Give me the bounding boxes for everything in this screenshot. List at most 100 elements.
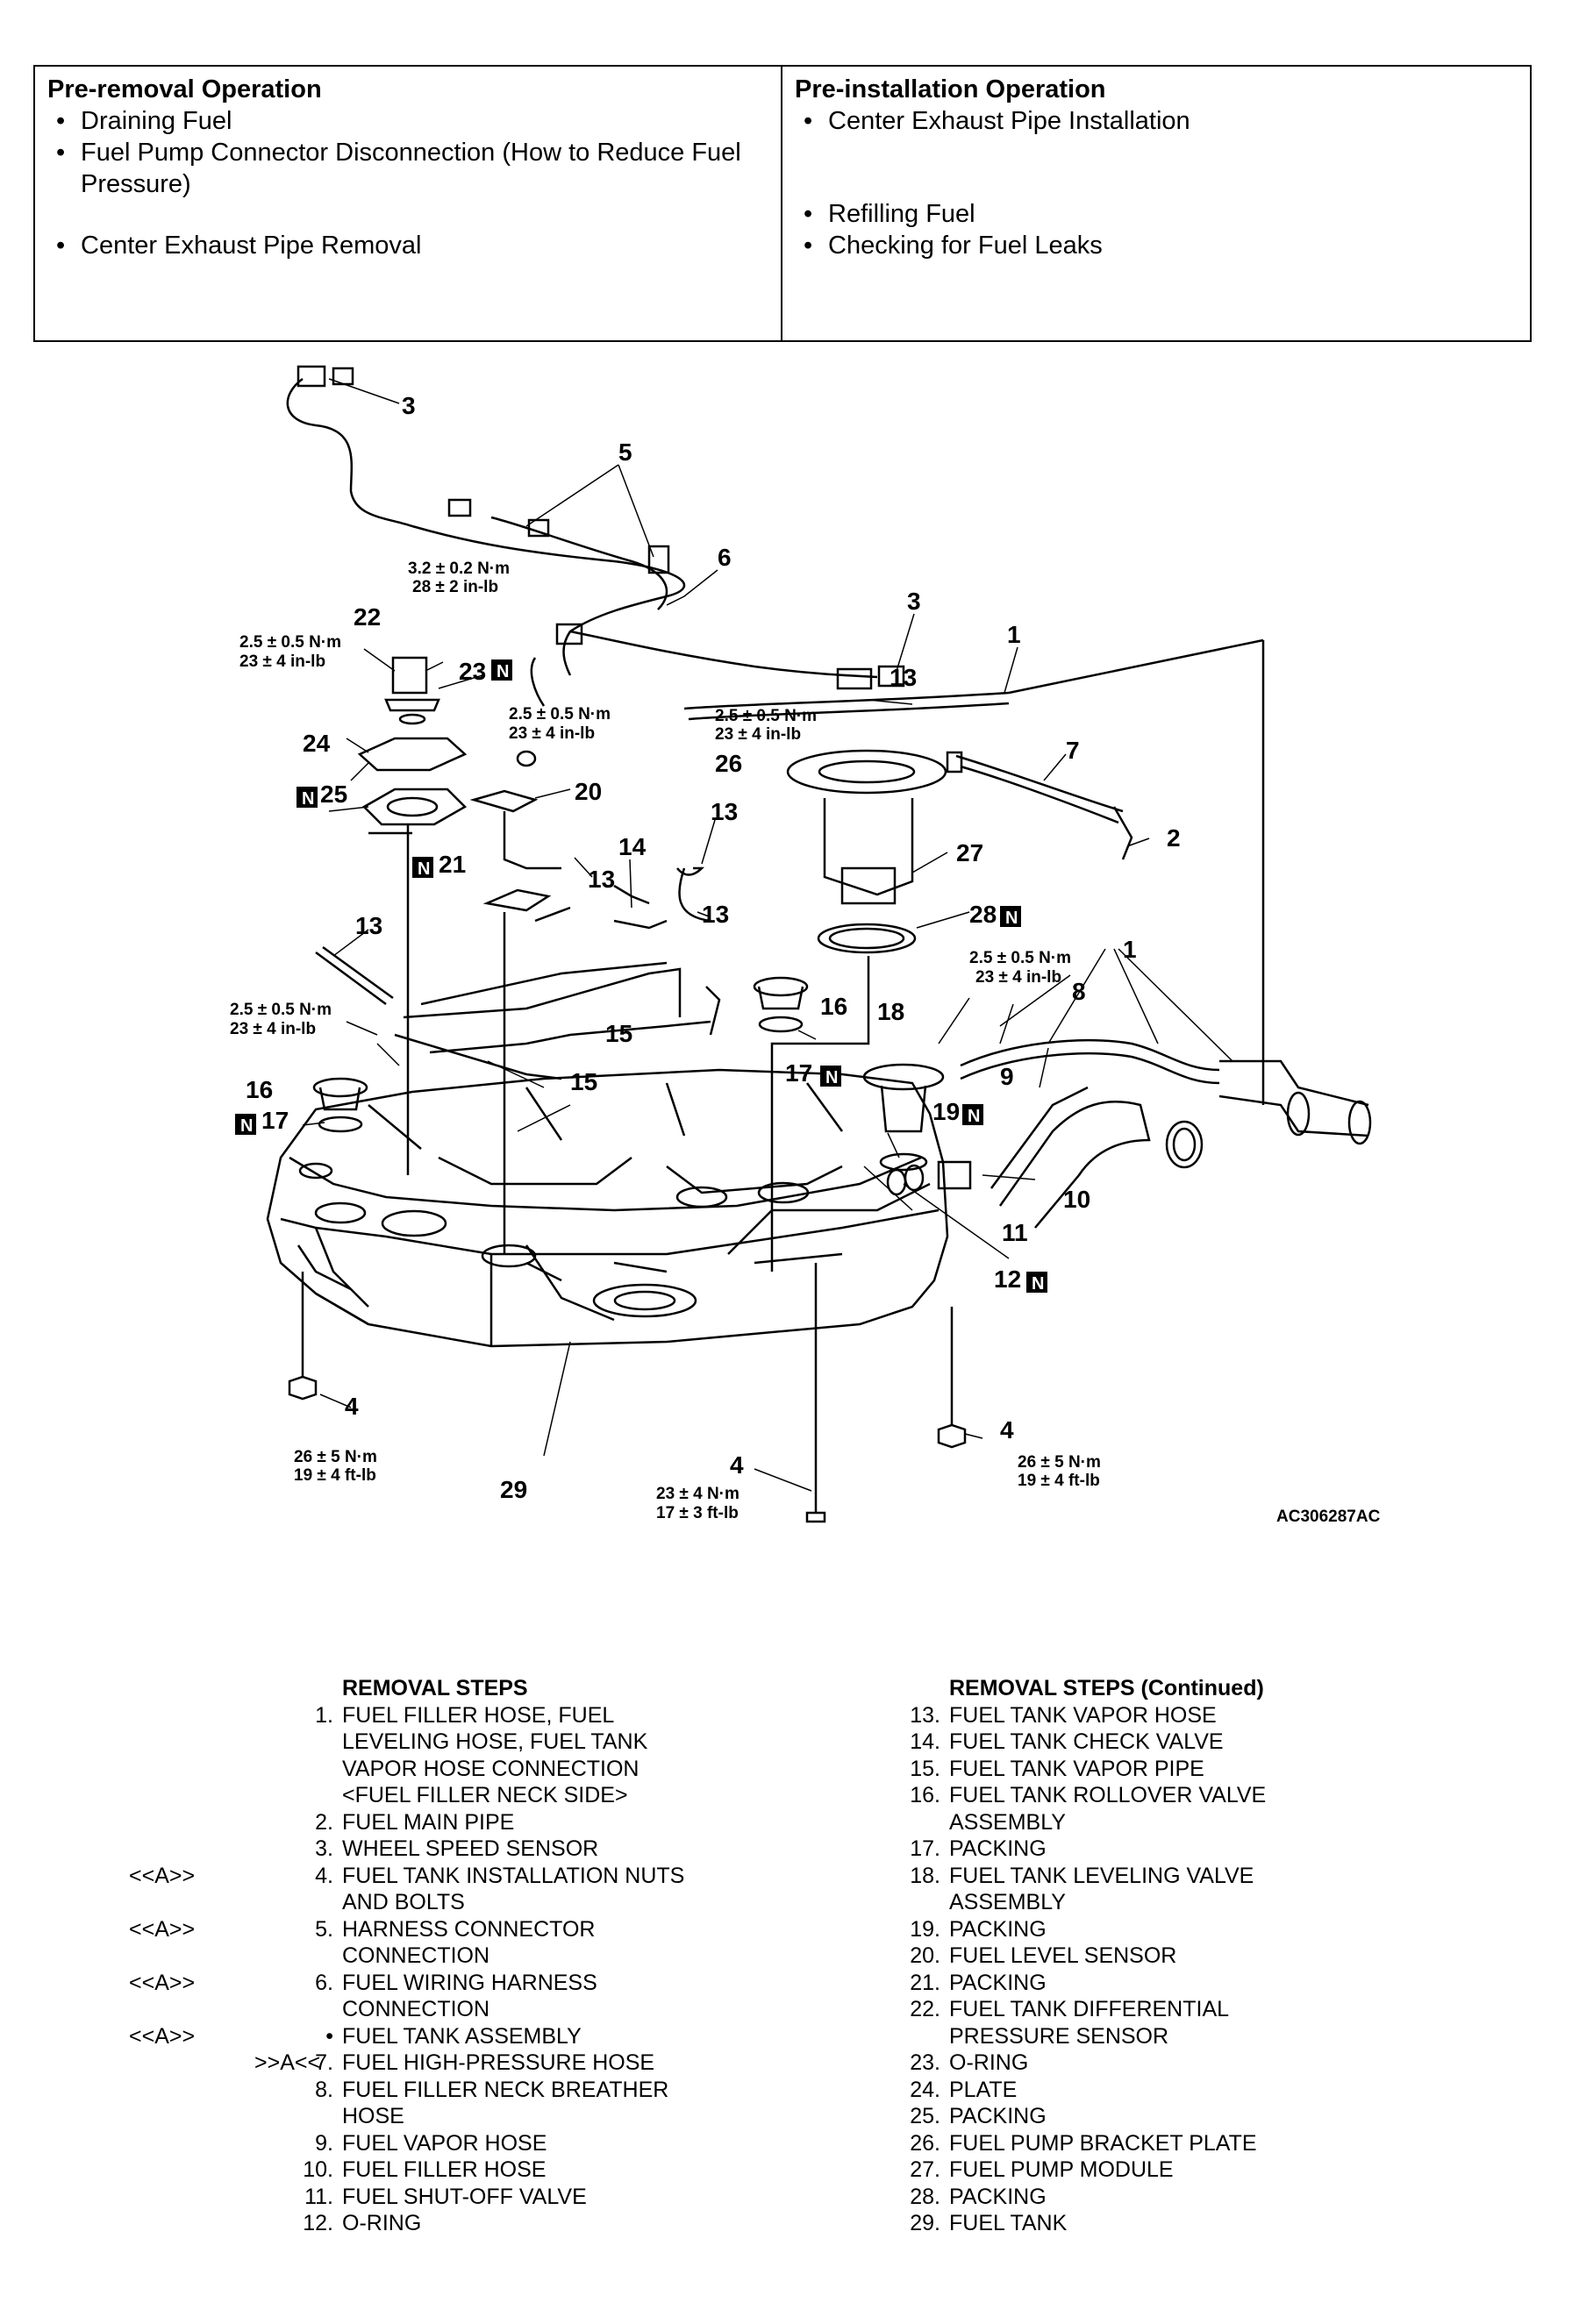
new-part-markers: N N N N N N N N: [235, 659, 1047, 1294]
step-number: 21.: [910, 1970, 940, 1995]
fuel-main-pipe-drawing: [946, 751, 1133, 860]
step-number: 23.: [910, 2050, 940, 2075]
svg-text:N: N: [1032, 1274, 1044, 1294]
callout-numbers: 3 5 6 3 1 13 22 23 24 25 20 21 13 14 13 …: [246, 392, 1381, 1526]
torque-20b: 23 ± 4 in-lb: [509, 724, 595, 743]
n-mark-28: N: [1000, 906, 1021, 928]
step-number: 26.: [910, 2130, 940, 2156]
callout-18: 18: [877, 998, 904, 1025]
step-text: ASSEMBLY: [949, 1809, 1066, 1835]
step-text: FUEL SHUT-OFF VALVE: [342, 2184, 587, 2209]
step-number: 13.: [910, 1702, 940, 1728]
list-item: 1. FUEL FILLER HOSE, FUEL: [315, 1702, 833, 1729]
list-item: Center Exhaust Pipe Installation: [795, 105, 1518, 137]
svg-text:N: N: [240, 1116, 253, 1136]
step-text: HARNESS CONNECTOR: [342, 1916, 596, 1942]
torque-23b: 23 ± 4 in-lb: [239, 652, 325, 671]
list-item: 8.FUEL FILLER NECK BREATHER: [315, 2077, 833, 2104]
list-item: Center Exhaust Pipe Removal: [47, 230, 768, 261]
step-number: 17.: [910, 1836, 940, 1861]
list-item: 22. FUEL TANK DIFFERENTIAL: [910, 1996, 1440, 2023]
step-number: 1.: [315, 1702, 333, 1728]
step-text: FUEL HIGH-PRESSURE HOSE: [342, 2050, 655, 2075]
list-item: 27.FUEL PUMP MODULE: [910, 2156, 1440, 2184]
step-text: FUEL MAIN PIPE: [342, 1809, 515, 1835]
torque-4l-b: 19 ± 4 ft-lb: [294, 1466, 376, 1485]
list-item: LEVELING HOSE, FUEL TANK: [342, 1729, 833, 1756]
torque-4c-b: 17 ± 3 ft-lb: [656, 1504, 739, 1522]
torque-23a: 2.5 ± 0.5 N·m: [239, 633, 341, 652]
list-item: 17.PACKING: [910, 1836, 1440, 1863]
step-number: 20.: [910, 1943, 940, 1968]
list-item: <<A>>6.FUEL WIRING HARNESS: [129, 1970, 833, 1997]
list-item: Refilling Fuel: [795, 198, 1518, 230]
torque-4r-b: 19 ± 4 ft-lb: [1018, 1472, 1100, 1490]
callout-15a: 15: [605, 1020, 632, 1047]
callout-8: 8: [1072, 978, 1086, 1005]
step-text: PACKING: [949, 1970, 1047, 1995]
step-text: FUEL TANK LEVELING VALVE: [949, 1863, 1254, 1888]
n-mark-23: N: [491, 659, 512, 681]
step-text: FUEL TANK DIFFERENTIAL: [949, 1997, 1230, 2021]
callout-19: 19: [932, 1098, 960, 1125]
callout-26: 26: [715, 750, 742, 777]
step-text: O-RING: [949, 2050, 1029, 2075]
torque-26a: 2.5 ± 0.5 N·m: [715, 707, 817, 725]
step-number: 22.: [910, 1997, 940, 2021]
step-text: WHEEL SPEED SENSOR: [342, 1836, 599, 1861]
list-item: ASSEMBLY: [949, 1809, 1440, 1836]
operations-table: Pre-removal Operation Draining Fuel Fuel…: [33, 65, 1532, 342]
n-mark-12: N: [1026, 1272, 1047, 1294]
callout-21: 21: [439, 851, 466, 878]
step-text: ASSEMBLY: [949, 1890, 1066, 1914]
step-number: 2.: [315, 1809, 333, 1835]
list-item: >>A<<7.FUEL HIGH-PRESSURE HOSE: [254, 2050, 833, 2077]
fuel-tank-drawing: [266, 1068, 949, 1348]
torque-16l-b: 23 ± 4 in-lb: [230, 1020, 316, 1038]
pre-removal-title: Pre-removal Operation: [47, 75, 322, 103]
step-number: •: [325, 2023, 333, 2049]
torque-16r-b: 23 ± 4 in-lb: [975, 968, 1061, 987]
list-item: CONNECTION: [342, 1996, 833, 2023]
callout-2: 2: [1167, 824, 1181, 852]
step-text: FUEL TANK: [949, 2211, 1068, 2235]
list-item: AND BOLTS: [342, 1889, 833, 1916]
callout-10: 10: [1063, 1186, 1090, 1213]
pre-installation-list: Center Exhaust Pipe Installation Refilli…: [795, 105, 1518, 261]
torque-4l-a: 26 ± 5 N·m: [294, 1448, 377, 1466]
list-item: 10.FUEL FILLER HOSE: [303, 2156, 833, 2184]
pre-removal-list: Draining Fuel Fuel Pump Connector Discon…: [47, 105, 768, 261]
step-number: 6.: [315, 1970, 333, 1995]
rollover-valve-drawing: [312, 976, 809, 1133]
list-item: <FUEL FILLER NECK SIDE>: [342, 1782, 833, 1809]
callout-14: 14: [618, 833, 647, 860]
step-text: FUEL FILLER HOSE: [342, 2157, 547, 2182]
callout-29: 29: [500, 1476, 527, 1503]
step-number: 29.: [910, 2211, 940, 2235]
callout-13b: 13: [711, 798, 738, 825]
fuel-pump-module-drawing: [770, 749, 947, 1272]
step-number: 16.: [910, 1783, 940, 1807]
step-text: FUEL FILLER HOSE, FUEL: [342, 1702, 615, 1728]
callout-15b: 15: [570, 1068, 597, 1095]
vapor-hoses-drawing: [315, 691, 1010, 1080]
callout-17r: 17: [785, 1059, 812, 1087]
torque-20a: 2.5 ± 0.5 N·m: [509, 705, 611, 724]
step-text: FUEL TANK INSTALLATION NUTS: [342, 1863, 685, 1888]
list-item: 29. FUEL TANK: [910, 2210, 1440, 2237]
callout-13d: 13: [702, 901, 729, 928]
step-text: PACKING: [949, 1916, 1047, 1942]
list-item: CONNECTION: [342, 1943, 833, 1970]
list-item: 26.FUEL PUMP BRACKET PLATE: [910, 2130, 1440, 2157]
callout-7: 7: [1066, 737, 1080, 764]
callout-4c: 4: [730, 1451, 744, 1479]
pre-removal-column: Pre-removal Operation Draining Fuel Fuel…: [35, 67, 782, 340]
torque-4r-a: 26 ± 5 N·m: [1018, 1453, 1101, 1472]
list-item: 18.FUEL TANK LEVELING VALVE: [910, 1863, 1440, 1890]
step-number: 7.: [315, 2050, 333, 2075]
list-item: VAPOR HOSE CONNECTION: [342, 1756, 833, 1783]
step-text: LEVELING HOSE, FUEL TANK: [342, 1729, 648, 1754]
list-item: 15.FUEL TANK VAPOR PIPE: [910, 1756, 1440, 1783]
step-text: O-RING: [342, 2211, 422, 2235]
torque-4c-a: 23 ± 4 N·m: [656, 1485, 739, 1503]
